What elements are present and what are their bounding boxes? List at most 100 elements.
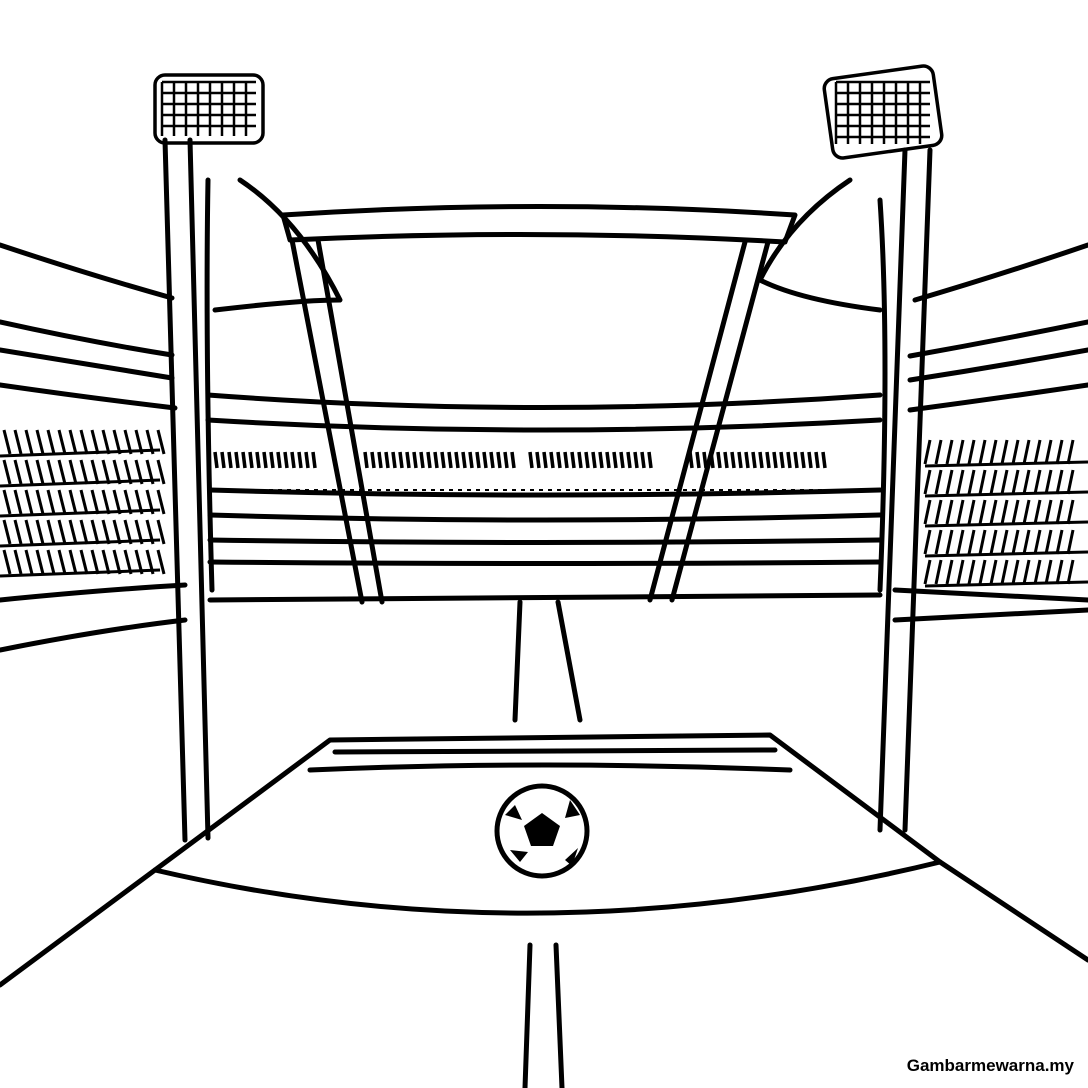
hatch-mark (101, 549, 111, 575)
hatch-mark (156, 549, 166, 575)
hatch-mark (1066, 439, 1075, 465)
hatch-mark (945, 439, 954, 465)
hatch-mark (304, 451, 310, 469)
hatch-mark (391, 451, 397, 469)
hatch-mark (1000, 499, 1009, 525)
hatch-mark (377, 451, 383, 469)
hatch-mark (276, 451, 282, 469)
hatch-mark (290, 451, 296, 469)
hatch-mark (1011, 499, 1020, 525)
hatch-mark (626, 451, 632, 469)
hatch-mark (967, 499, 976, 525)
hatch-mark (793, 451, 799, 469)
hatch-mark (101, 459, 111, 485)
hatch-mark (1044, 469, 1053, 495)
hatch-mark (475, 451, 481, 469)
hatch-mark (46, 489, 56, 515)
hatch-mark (924, 580, 1088, 588)
hatch-mark (934, 559, 943, 585)
hatch-mark (90, 459, 100, 485)
hatch-mark (510, 451, 516, 469)
hatch-mark (967, 439, 976, 465)
hatch-mark (772, 451, 778, 469)
hatch-mark (57, 429, 67, 455)
hatch-mark (1033, 469, 1042, 495)
hatch-mark (945, 559, 954, 585)
hatch-mark (934, 439, 943, 465)
hatch-mark (57, 489, 67, 515)
hatch-mark (1022, 499, 1031, 525)
hatch-mark (1033, 439, 1042, 465)
hatch-mark (461, 451, 467, 469)
hatch-mark (1044, 439, 1053, 465)
hatch-mark (1022, 469, 1031, 495)
hatch-mark (46, 549, 56, 575)
hatch-mark (1055, 499, 1064, 525)
hatch-mark (1044, 529, 1053, 555)
hatch-mark (156, 489, 166, 515)
hatch-mark (1033, 499, 1042, 525)
hatch-mark (1000, 559, 1009, 585)
watermark: Gambarmewarna.my (906, 1056, 1074, 1075)
hatch-mark (269, 451, 275, 469)
hatch-mark (35, 549, 45, 575)
hatch-mark (440, 451, 446, 469)
hatch-mark (1055, 469, 1064, 495)
hatch-mark (598, 451, 604, 469)
hatch-mark (35, 489, 45, 515)
hatch-mark (248, 451, 254, 469)
hatch-mark (978, 529, 987, 555)
hatch-mark (570, 451, 576, 469)
hatch-mark (13, 489, 23, 515)
hatch-mark (989, 559, 998, 585)
hatch-mark (68, 429, 78, 455)
hatch-mark (779, 451, 785, 469)
hatch-mark (924, 520, 1088, 528)
hatch-mark (503, 451, 509, 469)
hatch-mark (814, 451, 820, 469)
hatch-mark (1000, 469, 1009, 495)
hatch-mark (57, 519, 67, 545)
hatch-mark (489, 451, 495, 469)
hatch-mark (1011, 469, 1020, 495)
hatch-mark (978, 559, 987, 585)
hatch-mark (1044, 499, 1053, 525)
hatch-mark (640, 451, 646, 469)
hatch-mark (956, 469, 965, 495)
soccer-ball-icon (494, 783, 590, 879)
hatch-mark (241, 451, 247, 469)
hatch-mark (945, 529, 954, 555)
hatch-mark (786, 451, 792, 469)
hatch-mark (1022, 559, 1031, 585)
hatch-mark (262, 451, 268, 469)
hatch-mark (255, 451, 261, 469)
hatch-mark (283, 451, 289, 469)
hatch-mark (213, 451, 219, 469)
hatch-mark (468, 451, 474, 469)
center-stands (205, 392, 883, 603)
hatch-mark (744, 451, 750, 469)
hatch-mark (35, 429, 45, 455)
hatch-mark (647, 451, 653, 469)
hatch-mark (1066, 469, 1075, 495)
hatch-mark (956, 439, 965, 465)
right-stands (892, 242, 1088, 623)
hatch-mark (24, 519, 34, 545)
hatch-mark (978, 439, 987, 465)
hatch-mark (68, 459, 78, 485)
hatch-mark (24, 549, 34, 575)
hatch-mark (1055, 559, 1064, 585)
hatch-mark (13, 549, 23, 575)
hatch-mark (605, 451, 611, 469)
hatch-mark (633, 451, 639, 469)
crowd-hatching (0, 429, 1088, 588)
hatch-mark (398, 451, 404, 469)
hatch-mark (156, 429, 166, 455)
hatch-mark (1044, 559, 1053, 585)
hatch-mark (1000, 439, 1009, 465)
hatch-mark (412, 451, 418, 469)
hatch-mark (967, 529, 976, 555)
hatch-mark (967, 469, 976, 495)
hatch-mark (112, 549, 122, 575)
